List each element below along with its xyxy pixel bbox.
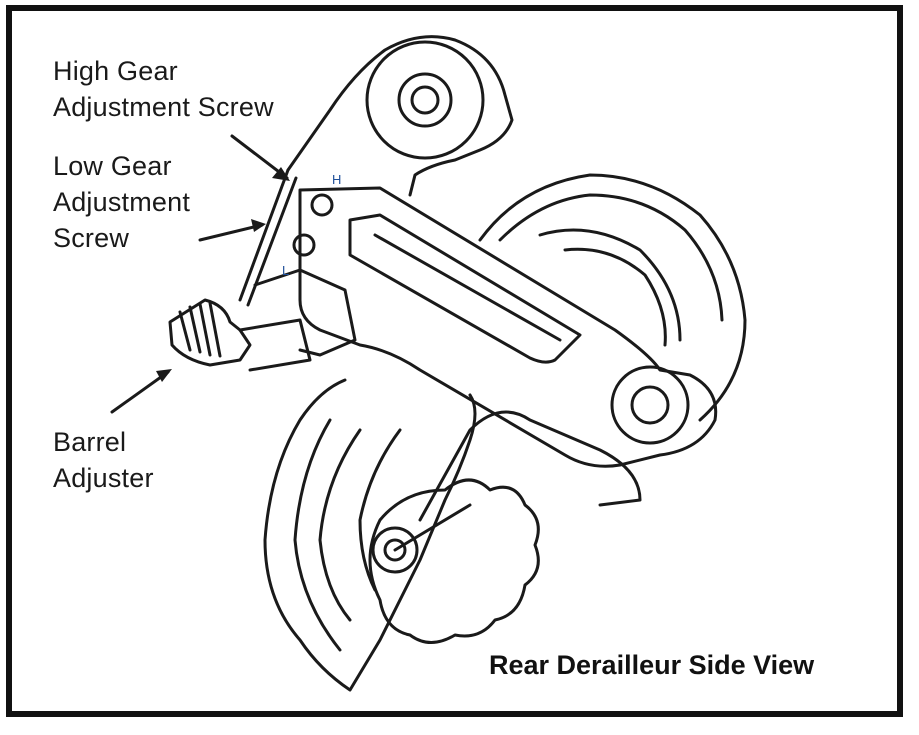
low-screw-mark: L — [282, 263, 289, 278]
low-gear-screw-label: Low Gear Adjustment Screw — [53, 148, 190, 256]
arrow-heads — [156, 167, 290, 382]
low-gear-label-line-1: Low Gear — [53, 151, 172, 181]
barrel-adjuster-label: Barrel Adjuster — [53, 424, 154, 496]
lower-cage — [263, 378, 642, 692]
low-gear-label-line-3: Screw — [53, 223, 130, 253]
diagram-frame — [6, 5, 903, 717]
high-gear-label-line-2: Adjustment Screw — [53, 92, 274, 122]
barrel-label-line-1: Barrel — [53, 427, 127, 457]
diagram-caption: Rear Derailleur Side View — [489, 650, 815, 680]
high-gear-label-line-1: High Gear — [53, 56, 178, 86]
low-gear-label-line-2: Adjustment — [53, 187, 191, 217]
upper-cog — [478, 173, 747, 422]
top-pulley — [365, 40, 485, 160]
barrel-label-line-2: Adjuster — [53, 463, 154, 493]
high-screw-mark: H — [332, 172, 341, 187]
jockey-pulley — [368, 478, 540, 644]
barrel-adjuster-shape — [168, 268, 357, 372]
high-gear-screw-label: High Gear Adjustment Screw — [53, 53, 274, 125]
derailleur-body — [292, 186, 718, 468]
